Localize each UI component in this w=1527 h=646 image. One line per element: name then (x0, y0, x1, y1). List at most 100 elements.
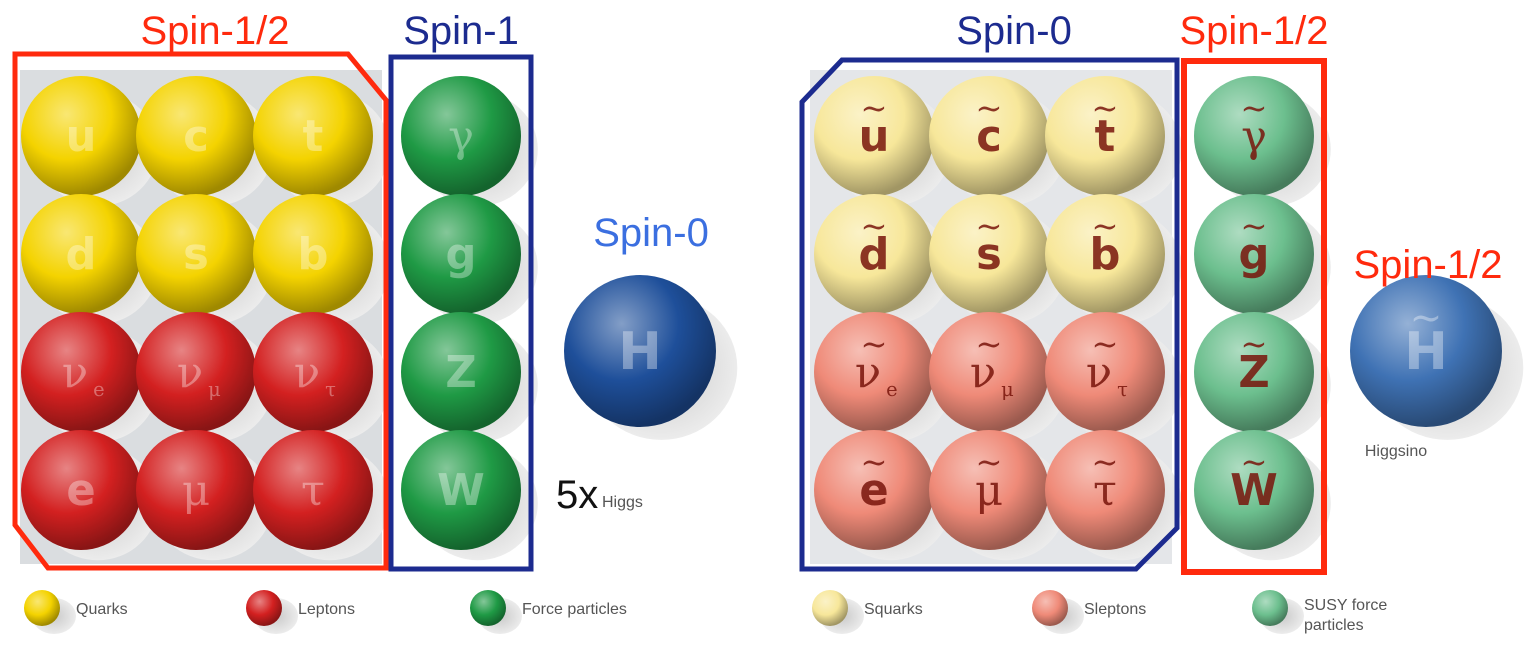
legend-label: Leptons (298, 601, 355, 618)
particle-sphere (136, 194, 256, 314)
higgs-caption: Higgs (602, 494, 643, 511)
particle-sphere (814, 194, 934, 314)
sm-boson-Z: Z (401, 312, 521, 432)
particle-symbol: b (298, 230, 329, 280)
particle-symbol: g (446, 230, 477, 280)
particle-symbol: H (618, 322, 662, 382)
sm-fermion-τ: τ (253, 430, 373, 550)
particle-symbol: ν (855, 348, 881, 398)
sm-legend-item: Leptons (246, 590, 355, 634)
susy-spin-zero-label: Spin-0 (956, 9, 1072, 53)
sm-legend-item: Force particles (470, 590, 627, 634)
particle-sphere (929, 194, 1049, 314)
tilde-mark: ~ (860, 444, 887, 482)
legend-swatch (470, 590, 506, 626)
particle-symbol: g (1239, 230, 1270, 280)
particle-sphere (21, 76, 141, 196)
particle-sphere (929, 312, 1049, 432)
particle-sphere (253, 430, 373, 550)
sm-fermion-u: u (21, 76, 141, 196)
particle-sphere (1194, 312, 1314, 432)
particle-symbol: s (976, 230, 1002, 280)
particle-subscript: e (886, 378, 898, 401)
particle-symbol: ν (62, 348, 88, 398)
susy-spin-half-box (1181, 58, 1327, 575)
particle-symbol: γ (1241, 112, 1267, 162)
susy-sfermion-t: t~ (1045, 76, 1165, 196)
particle-sphere (1045, 76, 1165, 196)
tilde-mark: ~ (975, 90, 1002, 128)
higgs-boson: H (564, 275, 716, 427)
susy-spin-zero-box (799, 57, 1180, 572)
sm-fermion-e: e (21, 430, 141, 550)
particle-sphere (1350, 275, 1502, 427)
particle-sphere (136, 76, 256, 196)
legend-label: Sleptons (1084, 601, 1146, 618)
legend-label-line2: particles (1304, 617, 1364, 634)
susy-gaugino-γ: γ~ (1194, 76, 1314, 196)
particle-sphere (929, 76, 1049, 196)
particle-subscript: μ (208, 378, 221, 401)
particle-sphere (21, 430, 141, 550)
tilde-mark: ~ (1240, 326, 1267, 364)
tilde-mark: ~ (975, 326, 1002, 364)
susy-legend-item: Squarks (812, 590, 923, 634)
particle-symbol: τ (301, 466, 325, 516)
tilde-mark: ~ (1240, 444, 1267, 482)
susy-legend-item: SUSY force particles (1252, 590, 1387, 634)
particle-symbol: μ (975, 466, 1003, 516)
legend-swatch (246, 590, 282, 626)
susy-spin-half-label: Spin-1/2 (1180, 9, 1329, 53)
sm-boson-W: W (401, 430, 521, 550)
susy-gaugino-g: g~ (1194, 194, 1314, 314)
particle-symbol: u (66, 112, 97, 162)
particle-sphere (253, 76, 373, 196)
tilde-mark: ~ (975, 444, 1002, 482)
particle-symbol: t (303, 112, 324, 162)
particle-symbol: ν (970, 348, 996, 398)
susy-gaugino-W: W~ (1194, 430, 1314, 550)
particle-sphere (401, 312, 521, 432)
tilde-mark: ~ (1091, 90, 1118, 128)
susy-gaugino-Z: Z~ (1194, 312, 1314, 432)
susy-sfermion-c: c~ (929, 76, 1049, 196)
particle-sphere (1045, 430, 1165, 550)
sm-legend-item: Quarks (24, 590, 128, 634)
sm-fermion-s: s (136, 194, 256, 314)
particle-symbol: ν (177, 348, 203, 398)
particle-sphere (1194, 194, 1314, 314)
sm-spin-one-box (388, 54, 534, 572)
legend-swatch (812, 590, 848, 626)
tilde-mark: ~ (1240, 208, 1267, 246)
higgsino-caption: Higgsino (1365, 443, 1427, 460)
particle-symbol: u (859, 112, 890, 162)
particle-symbol: c (976, 112, 1002, 162)
particle-symbol: s (183, 230, 209, 280)
susy-sfermion-μ: μ~ (929, 430, 1049, 550)
particle-sphere (1045, 312, 1165, 432)
particle-sphere (1194, 76, 1314, 196)
sm-fermion-d: d (21, 194, 141, 314)
particle-sphere (401, 430, 521, 550)
tilde-mark: ~ (1091, 326, 1118, 364)
particle-subscript: τ (1117, 378, 1128, 401)
particle-sphere (21, 194, 141, 314)
legend-label: Quarks (76, 601, 128, 618)
particle-symbol: τ (1093, 466, 1117, 516)
particle-sphere (564, 275, 716, 427)
particle-symbol: Z (445, 348, 476, 398)
susy-sfermion-τ: τ~ (1045, 430, 1165, 550)
legend-label: SUSY force (1304, 597, 1387, 614)
sm-spin-half-label: Spin-1/2 (141, 9, 290, 53)
particle-subscript: e (93, 378, 105, 401)
particle-sphere (814, 76, 934, 196)
particle-symbol: t (1095, 112, 1116, 162)
sm-boson-g: g (401, 194, 521, 314)
